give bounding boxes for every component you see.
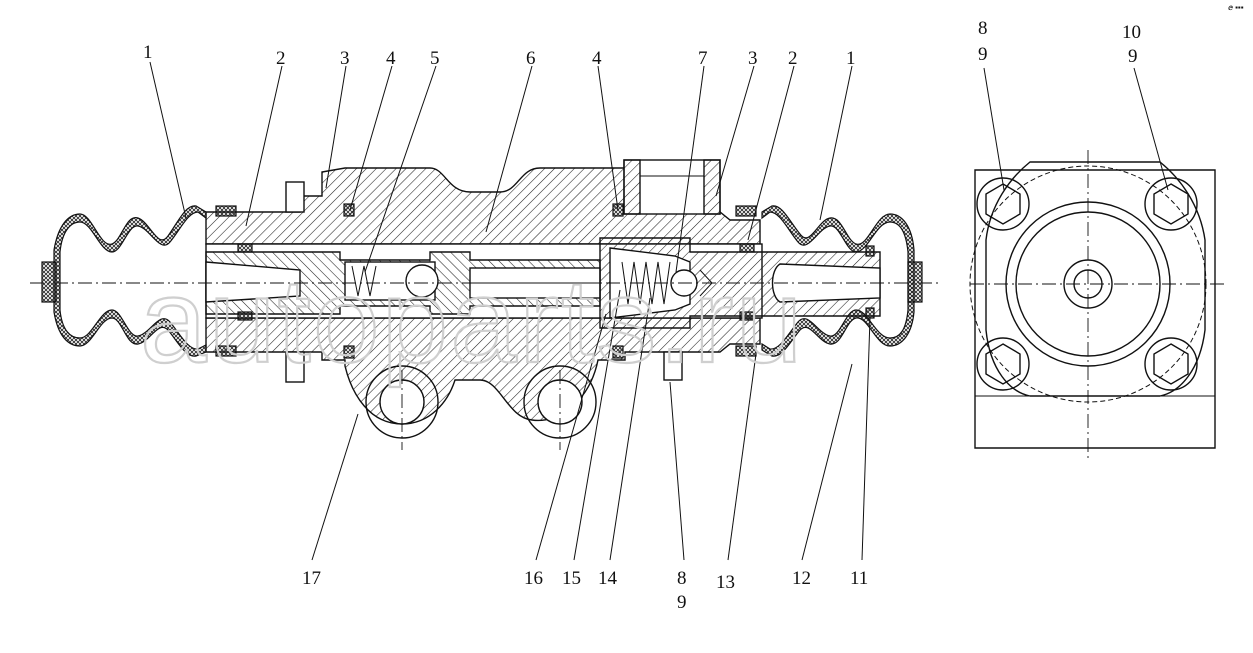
callouts-top-right: 4 7 3 2 1: [592, 48, 856, 69]
callout-9-bottom: 9: [677, 592, 687, 613]
callouts-top-left: 1 2 3 4 5 6: [143, 42, 536, 69]
callout-9-end-left: 9: [978, 44, 988, 65]
bolt-8-9: [663, 351, 683, 381]
end-bolt-bottom-left: [976, 337, 1030, 391]
callouts-end-view: 8 9 10 9: [978, 18, 1141, 67]
callout-16: 16: [524, 568, 543, 589]
seal-4-left: [343, 203, 355, 217]
right-boot: [761, 205, 923, 357]
spring-14: [621, 261, 671, 305]
callout-2-right: 2: [788, 48, 798, 69]
watermark: autoparts.ru: [140, 254, 804, 388]
callout-8-bottom: 8: [677, 568, 687, 589]
callout-8-end: 8: [978, 18, 988, 39]
leader-lines: [149, 61, 1169, 561]
seal-2-left: [215, 205, 237, 217]
callout-4-left: 4: [386, 48, 396, 69]
bolt-left-top: [285, 181, 305, 213]
callout-14: 14: [598, 568, 618, 589]
callout-5: 5: [430, 48, 440, 69]
end-bolt-bottom-right: [1144, 337, 1198, 391]
callout-15: 15: [562, 568, 581, 589]
end-bolt-top-left: [976, 177, 1030, 231]
callout-1-left: 1: [143, 42, 153, 63]
callout-3-left: 3: [340, 48, 350, 69]
callout-13: 13: [716, 572, 735, 593]
callouts-bottom: 17 16 15 14 8 9 13 12 11: [302, 568, 868, 613]
clip-11: [865, 307, 875, 319]
callout-6: 6: [526, 48, 536, 69]
callout-4-right: 4: [592, 48, 602, 69]
callout-12: 12: [792, 568, 811, 589]
callout-3-right: 3: [748, 48, 758, 69]
callout-9-end-right: 9: [1128, 46, 1138, 67]
seal-2-right: [735, 205, 757, 217]
corner-mark: ⅇ ▪▪▪: [1228, 3, 1244, 12]
end-bolt-top-right: [1144, 177, 1198, 231]
callout-11: 11: [850, 568, 868, 589]
callout-2-left: 2: [276, 48, 286, 69]
callout-10: 10: [1122, 22, 1141, 43]
housing-body-lower: [205, 317, 761, 425]
callout-1-right: 1: [846, 48, 856, 69]
main-section-view: [30, 159, 940, 450]
end-view: [969, 150, 1225, 460]
callout-17: 17: [302, 568, 321, 589]
callout-7: 7: [698, 48, 708, 69]
